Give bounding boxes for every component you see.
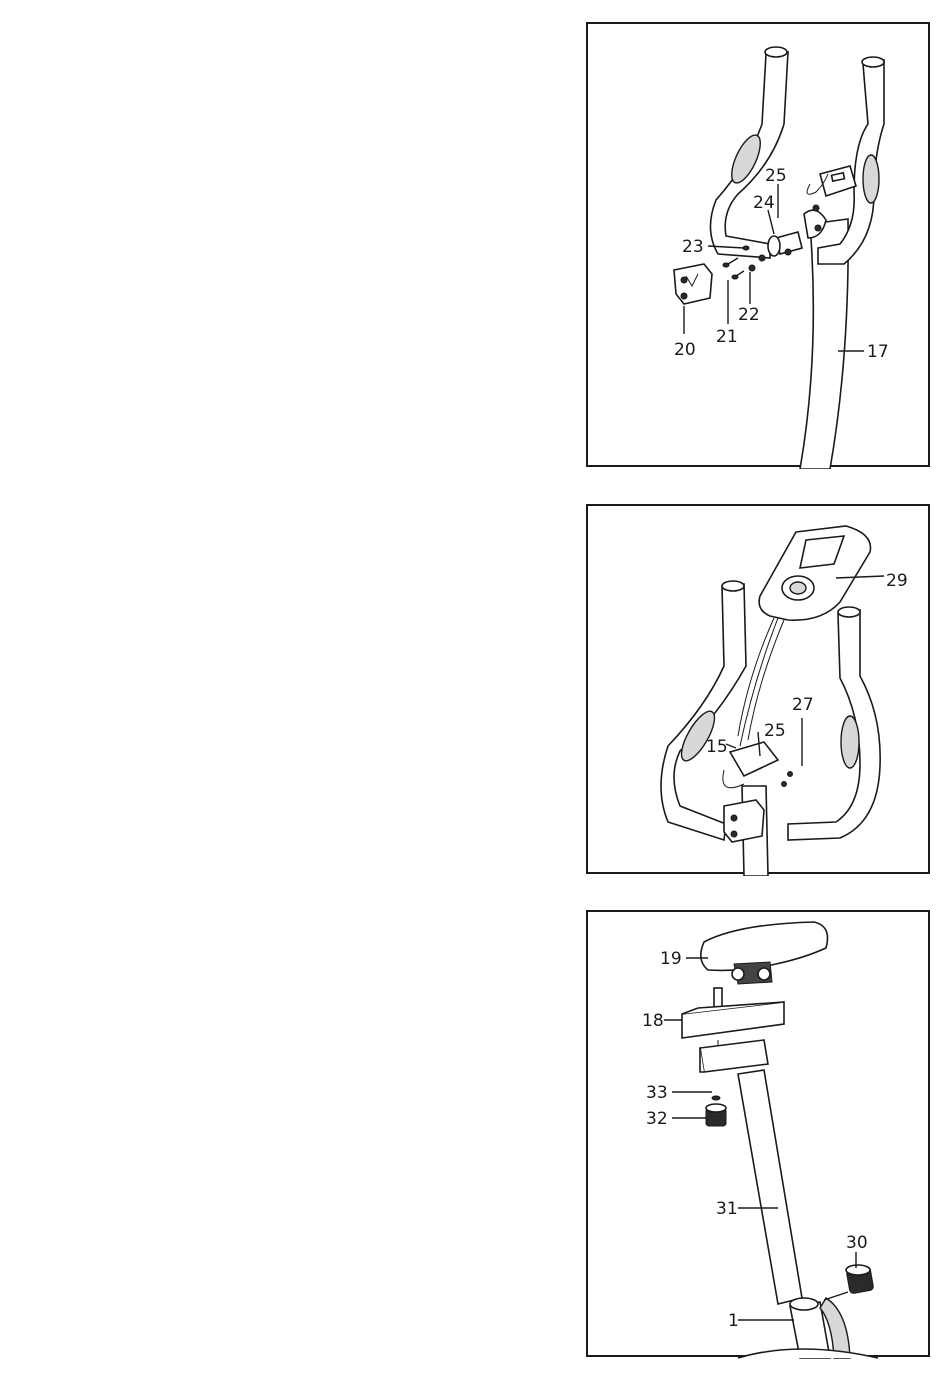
diagram-panel-handlebar: 25 24 23 22 21 20 17 (586, 22, 930, 467)
part-label-19: 19 (660, 949, 682, 969)
part-label-29: 29 (886, 571, 908, 591)
part-label-30: 30 (846, 1233, 868, 1253)
part-label-33: 33 (646, 1083, 668, 1103)
part-label-27: 27 (792, 695, 814, 715)
part-label-1: 1 (728, 1311, 739, 1331)
part-label-18: 18 (642, 1011, 664, 1031)
diagram-panel-console: 29 27 25 15 (586, 504, 930, 874)
seat-post (738, 1070, 802, 1304)
handlebar-left (661, 584, 746, 840)
diagram-panel-seat: 19 18 33 32 31 30 1 (586, 910, 930, 1357)
part-label-32: 32 (646, 1109, 668, 1129)
part-label-25: 25 (765, 166, 787, 186)
part-label-23: 23 (682, 237, 704, 257)
part-label-17: 17 (867, 342, 889, 362)
part-label-24: 24 (753, 193, 775, 213)
part-label-15: 15 (706, 737, 728, 757)
part-label-20: 20 (674, 340, 696, 360)
part-label-21: 21 (716, 327, 738, 347)
seat-diagram: 19 18 33 32 31 30 1 (588, 912, 932, 1359)
part-label-31: 31 (716, 1199, 738, 1219)
mount-plate (820, 166, 856, 196)
part-label-25: 25 (764, 721, 786, 741)
part-label-22: 22 (738, 305, 760, 325)
right-grip (863, 155, 879, 203)
handlebar-diagram: 25 24 23 22 21 20 17 (588, 24, 932, 469)
console-diagram: 29 27 25 15 (588, 506, 932, 876)
